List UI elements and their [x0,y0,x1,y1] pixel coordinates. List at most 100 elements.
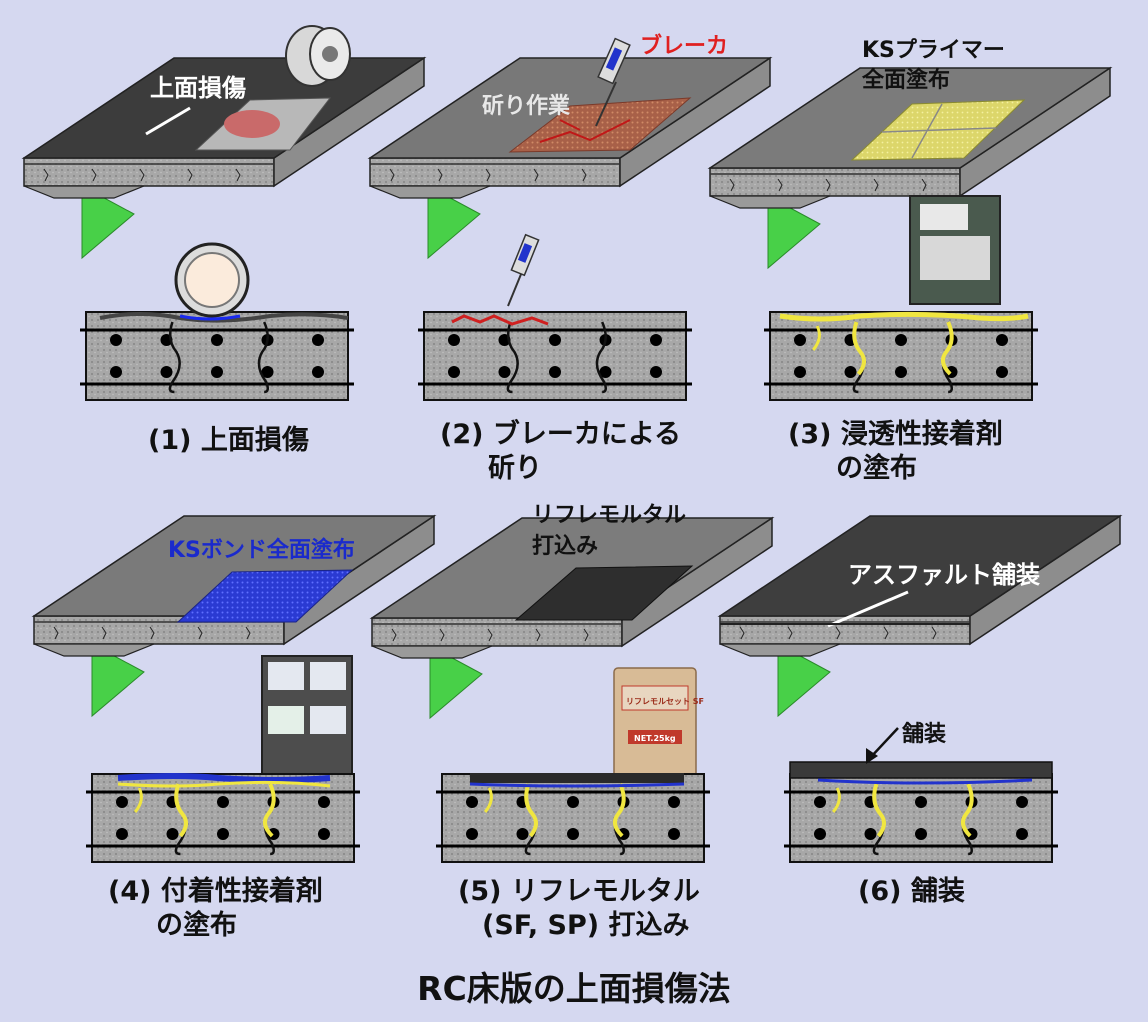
slab-haunch [709,195,831,209]
rebar-dot-bottom [312,366,324,378]
callout-3a: KSプライマー [862,38,1005,63]
caption-2a: (2) ブレーカによる [440,419,682,450]
rebar-dot-top [466,796,478,808]
crack-filled [852,321,866,376]
chip-marks [539,119,631,143]
chipped-area [508,97,692,153]
slab-crack [739,626,745,640]
crack-filled [831,787,841,813]
girder [767,195,821,270]
rebar-dot-top [915,796,927,808]
crack-filled [133,787,143,813]
rebar-dot-bottom [794,366,806,378]
crack-filled [612,783,626,838]
caption-6: (6) 舗装 [858,876,965,907]
slab-top-surface [717,515,1123,617]
rebar-dot-bottom [261,366,274,378]
rebar-dot-bottom [318,828,330,840]
slab-front-face [23,157,275,187]
slab-haunch [369,185,491,199]
crack-filled [872,783,886,838]
crack-filled [940,321,954,376]
rebar-dot-top [549,334,561,346]
callout-6: アスファルト舗装 [848,561,1040,589]
girder [81,185,135,260]
rebar-dot-bottom [116,828,128,840]
slab-crack [787,626,793,640]
crack-filled [811,325,821,351]
slab-crack [921,178,927,192]
caption-5a: (5) リフレモルタル [458,876,700,907]
slab-crack [149,626,155,640]
bond-can-label [268,662,304,690]
breaker-grip [605,47,623,71]
section-body [85,311,349,401]
primer-can-label [920,204,968,230]
mortar-bag-weight-bg [628,730,682,744]
damage-blue [179,314,241,321]
mortar-layer [470,773,684,783]
slab-crack [535,628,541,642]
breaker-label: ブレーカ [640,34,729,59]
slab-crack [91,168,97,182]
pavement-layer [789,761,1053,779]
rebar-dot-top [110,334,122,346]
callout-1: 上面損傷 [150,74,246,102]
rebar-dot-bottom [160,366,173,378]
rebar-dot-top [650,334,662,346]
crack-filled [483,787,493,813]
crack-line [506,321,519,394]
rebar-dot-bottom [211,366,223,378]
rebar-dot-bottom [996,366,1008,378]
rebar-dot-bottom [814,828,826,840]
rebar-dot-bottom [466,828,478,840]
step-6 [717,514,1123,863]
slab-crack [581,168,587,182]
girder [427,185,481,260]
rebar-dot-top [794,334,806,346]
bond-layer [117,773,331,783]
slab-crack [777,178,783,192]
rebar-dot-bottom [516,828,529,840]
rebar-dot-bottom [668,828,680,840]
slab-crack [729,178,735,192]
slab-crack [245,626,251,640]
rebar-dot-bottom [915,828,927,840]
rebar-dot-bottom [498,366,511,378]
slab-crack [187,168,193,182]
bag-weight: NET.25kg [634,734,676,743]
slab-crack [235,168,241,182]
crack-line [168,321,181,394]
breaker-bit [595,81,617,127]
rebar-dot-bottom [844,366,857,378]
rebar-dot-bottom [567,828,579,840]
mortar-bag-panel [621,685,689,711]
slab-front-face [709,167,961,197]
crack-filled [262,783,276,838]
slab-crack [485,168,491,182]
crack-filled [524,783,538,838]
pavement-arrowhead [866,748,878,764]
diagram-title: RC床版の上面損傷法 [417,969,731,1008]
section-body [91,773,355,863]
step-2 [367,37,773,401]
rebar-dot-top [312,334,324,346]
crack-line [257,321,270,394]
slab-crack [139,168,145,182]
slab-haunch [719,643,841,657]
section-body [769,311,1033,401]
slab-crack [101,626,107,640]
slab-crack [931,626,937,640]
lane-marking [145,106,191,136]
wheel-inner [184,252,240,308]
rebar-dot-top [814,796,826,808]
slab-crack [883,626,889,640]
bag-label: リフレモルセット SF [626,697,705,706]
slab-crack [583,628,589,642]
lane-marking [827,590,909,628]
callout-5b: 打込み [532,534,599,559]
crack-line [595,321,608,394]
primer-can-label [920,236,990,280]
rebar-dot-bottom [110,366,122,378]
